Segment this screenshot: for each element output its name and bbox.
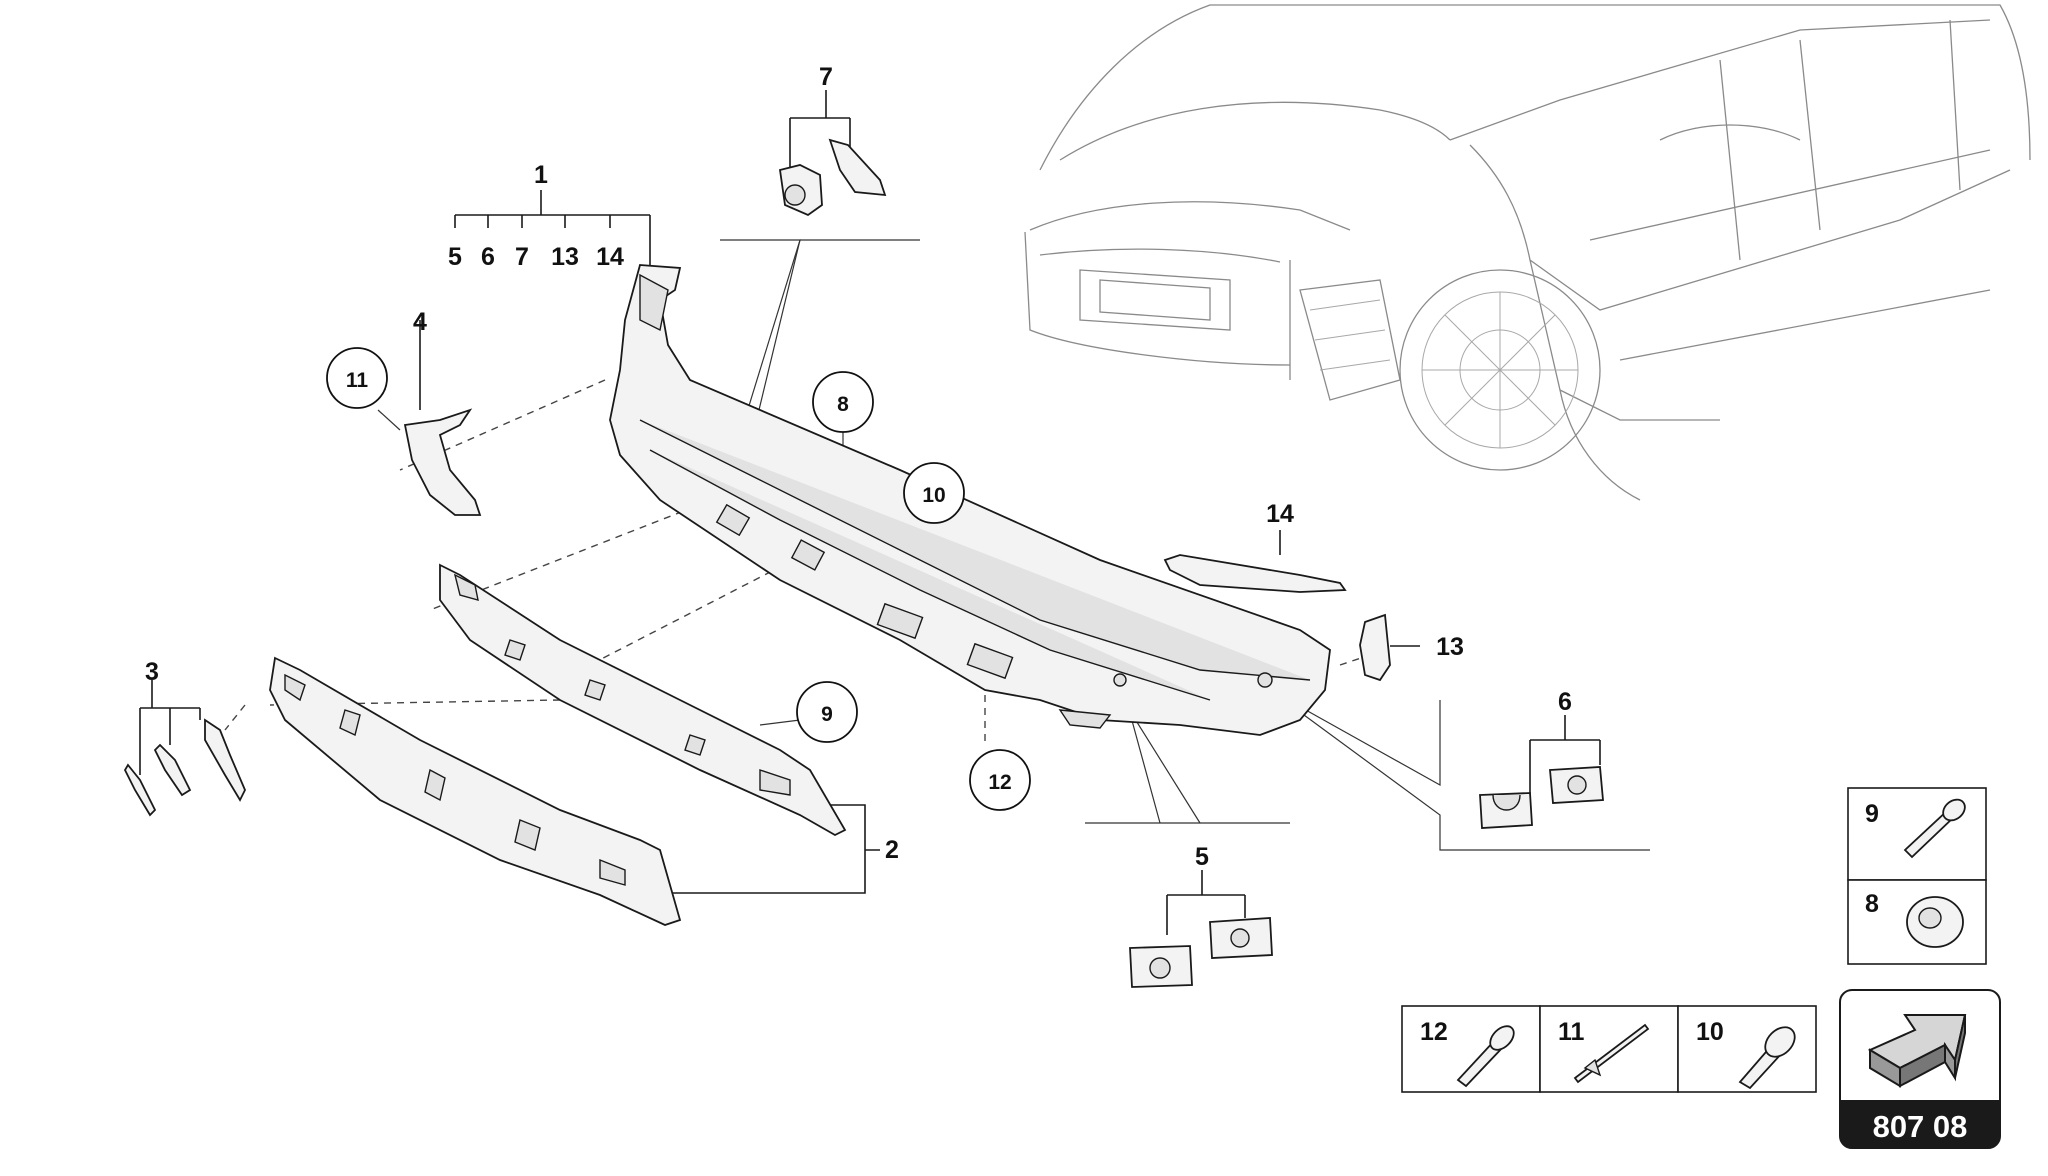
circled-callout-9: 9	[796, 681, 858, 743]
bumper-cover-part	[609, 264, 1331, 736]
navigation-badge: 807 08	[1839, 989, 2001, 1149]
bolt-icon	[1903, 798, 1966, 859]
legend-label-11: 11	[1558, 1018, 1585, 1046]
hardware-legend-right: 9 8	[1847, 787, 1987, 965]
svg-text:12: 12	[988, 771, 1011, 794]
callout-2: 2	[885, 836, 899, 864]
screw-icon	[1456, 1025, 1515, 1088]
sensor-part-7	[778, 138, 887, 217]
callout-1-sub-6: 6	[481, 243, 495, 271]
svg-text:11: 11	[346, 369, 369, 392]
nut-icon	[1906, 896, 1964, 948]
callout-14: 14	[1266, 500, 1294, 528]
callout-1-sub-13: 13	[551, 243, 579, 271]
legend-label-8: 8	[1865, 890, 1879, 918]
bolt-icon	[1738, 1026, 1796, 1090]
navigation-arrow-icon	[1867, 1014, 1967, 1088]
circled-callouts: 11 8 10 9 12	[326, 347, 1031, 811]
callout-labels: 1 5 6 7 13 14 7 4 3 2 14 13 6 5	[145, 63, 1572, 871]
vehicle-outline	[1024, 4, 2031, 501]
legend-label-10: 10	[1696, 1018, 1724, 1046]
callout-3: 3	[145, 658, 159, 686]
hardware-legend-bottom: 12 11 10	[1401, 1005, 1817, 1093]
lower-diffuser-part	[269, 656, 682, 926]
svg-text:9: 9	[821, 703, 833, 726]
svg-text:8: 8	[837, 393, 849, 416]
leader-lines	[139, 90, 1650, 935]
callout-13: 13	[1436, 633, 1464, 661]
callout-6: 6	[1558, 688, 1572, 716]
callout-1-sub-7: 7	[515, 243, 529, 271]
diagram-code: 807 08	[1873, 1109, 1968, 1144]
callout-7: 7	[819, 63, 833, 91]
sensor-holder-part-6	[1479, 766, 1604, 829]
upper-diffuser-part	[439, 563, 847, 837]
side-trim-part-4	[403, 408, 482, 516]
circled-callout-10: 10	[903, 462, 965, 524]
callout-1-sub-5: 5	[448, 243, 462, 271]
circled-callout-11: 11	[326, 347, 388, 409]
legend-label-12: 12	[1420, 1018, 1448, 1046]
legend-label-9: 9	[1865, 800, 1879, 828]
cover-part-13	[1359, 613, 1391, 682]
circled-callout-8: 8	[812, 371, 874, 433]
callout-4: 4	[413, 308, 427, 336]
callout-1-sub-14: 14	[596, 243, 624, 271]
bracket-part-3	[123, 718, 246, 817]
reflector-part-14	[1163, 554, 1347, 593]
callout-5: 5	[1195, 843, 1209, 871]
rivet-icon	[1573, 1023, 1650, 1084]
sensor-holder-part-5	[1129, 917, 1273, 988]
callout-1: 1	[534, 161, 548, 189]
circled-callout-12: 12	[969, 749, 1031, 811]
svg-text:10: 10	[922, 484, 945, 507]
